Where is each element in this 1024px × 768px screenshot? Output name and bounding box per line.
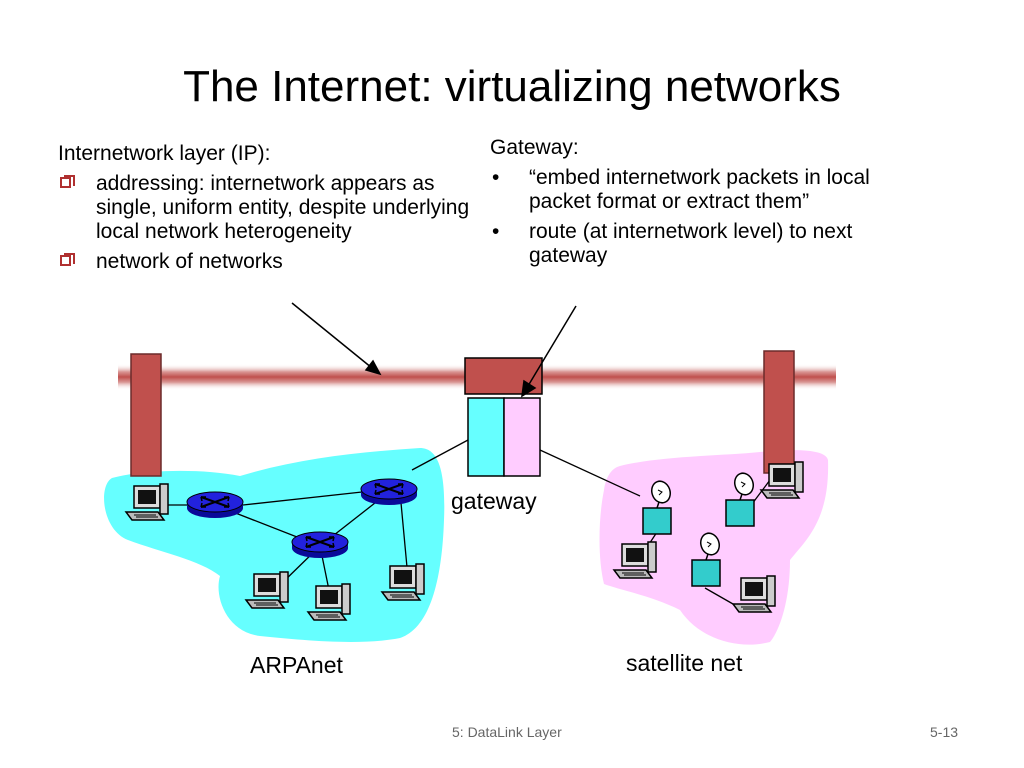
router-icon — [186, 491, 244, 519]
dot-bullet-icon: • — [492, 166, 500, 189]
right-bullet-text: route (at internetwork level) to next ga… — [529, 220, 853, 267]
router-icon — [360, 478, 418, 506]
satellite-net-label: satellite net — [626, 650, 743, 676]
left-bullet: addressing: internetwork appears as sing… — [58, 172, 488, 244]
square-bullet-icon — [60, 175, 75, 188]
slide-title: The Internet: virtualizing networks — [183, 62, 841, 111]
right-text-block: Gateway: • “embed internetwork packets i… — [490, 136, 930, 274]
arpanet-label: ARPAnet — [250, 652, 343, 678]
gateway-label: gateway — [451, 488, 537, 514]
left-bullet: network of networks — [58, 250, 488, 274]
right-bullet: • route (at internetwork level) to next … — [490, 220, 930, 268]
gateway-ip-box — [464, 357, 543, 395]
dot-bullet-icon: • — [492, 220, 500, 243]
gateway-arpanet-side — [467, 397, 505, 477]
footer-page-number: 5-13 — [930, 724, 959, 740]
right-heading: Gateway: — [490, 136, 579, 159]
left-text-block: Internetwork layer (IP): addressing: int… — [58, 142, 488, 280]
arpanet-cloud — [104, 448, 445, 642]
router-icon — [291, 531, 349, 559]
arpanet-uplink — [130, 353, 162, 477]
footer-chapter: 5: DataLink Layer — [452, 724, 562, 740]
right-bullet: • “embed internetwork packets in local p… — [490, 166, 930, 214]
right-bullet-text: “embed internetwork packets in local pac… — [529, 166, 870, 213]
annotation-arrows — [291, 302, 577, 398]
satellite-uplink — [763, 350, 795, 474]
left-bullet-text: network of networks — [96, 250, 283, 273]
left-bullet-text: addressing: internetwork appears as sing… — [96, 172, 470, 243]
square-bullet-icon — [60, 253, 75, 266]
left-heading: Internetwork layer (IP): — [58, 142, 271, 165]
gateway-satellite-side — [503, 397, 541, 477]
